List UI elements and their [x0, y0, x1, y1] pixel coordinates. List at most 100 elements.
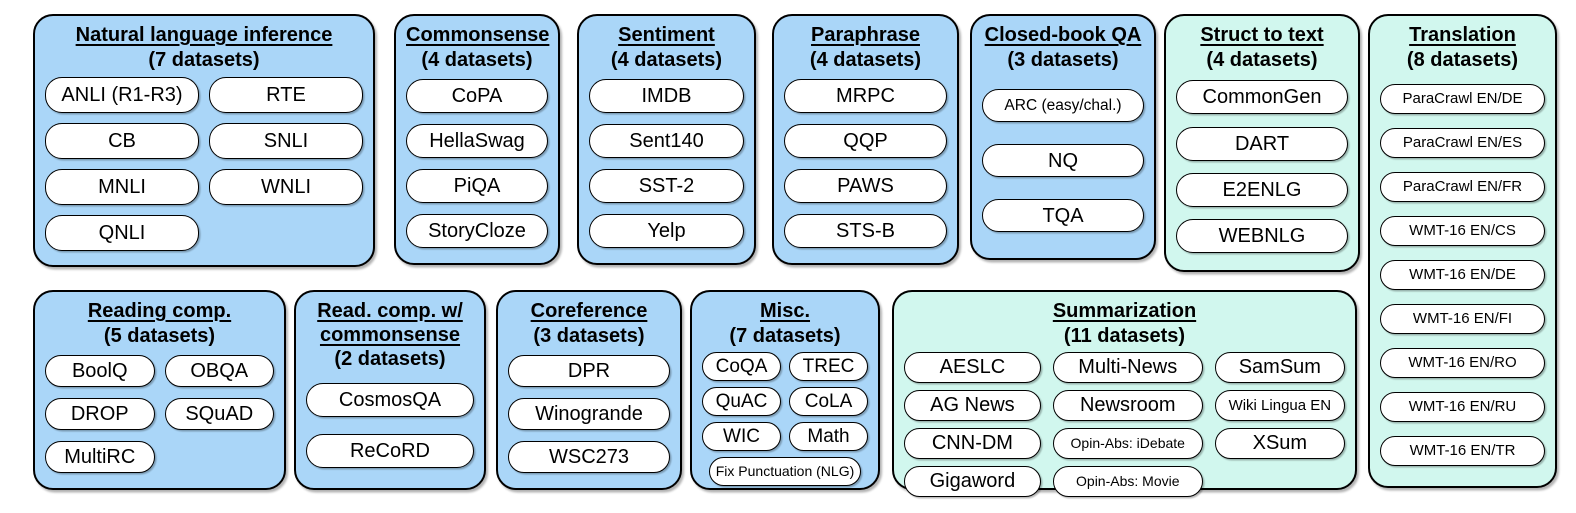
- group-dataset-count: (4 datasets): [1206, 48, 1318, 71]
- group-title: Sentiment: [618, 24, 715, 46]
- dataset-pill-gigaword: Gigaword: [904, 465, 1041, 497]
- group-title: Commonsense: [406, 24, 550, 46]
- dataset-pill-newsroom: Newsroom: [1052, 389, 1203, 421]
- dataset-pill-wsc273: WSC273: [508, 440, 670, 473]
- group-dataset-count: (4 datasets): [809, 48, 922, 71]
- group-title: Natural language inference: [75, 24, 333, 46]
- dataset-pill-wmt-16-en-de: WMT-16 EN/DE: [1380, 259, 1545, 290]
- dataset-pill-opin-abs-movie: Opin-Abs: Movie: [1052, 465, 1203, 497]
- dataset-pill-ag-news: AG News: [904, 389, 1041, 421]
- dataset-pill-snli: SNLI: [209, 123, 363, 160]
- dataset-pill-quac: QuAC: [702, 386, 781, 416]
- dataset-pill-wiki-lingua-en: Wiki Lingua EN: [1214, 389, 1345, 421]
- dataset-pill-paracrawl-en-fr: ParaCrawl EN/FR: [1380, 171, 1545, 202]
- dataset-pill-mrpc: MRPC: [784, 78, 947, 113]
- dataset-pill-fix-punctuation-nlg: Fix Punctuation (NLG): [708, 456, 862, 486]
- dataset-pill-xsum: XSum: [1214, 427, 1345, 459]
- dataset-pill-wic: WIC: [702, 421, 781, 451]
- group-title: Summarization: [1052, 300, 1197, 322]
- dataset-pill-sent140: Sent140: [589, 123, 744, 158]
- task-group-nli: Natural language inference(7 datasets) AN…: [33, 14, 375, 267]
- dataset-pill-obqa: OBQA: [164, 354, 274, 387]
- dataset-pill-opin-abs-idebate: Opin-Abs: iDebate: [1052, 427, 1203, 459]
- dataset-pill-winogrande: Winogrande: [508, 397, 670, 430]
- group-title: Coreference: [530, 300, 648, 322]
- group-dataset-count: (5 datasets): [103, 324, 216, 347]
- dataset-pill-wmt-16-en-tr: WMT-16 EN/TR: [1380, 435, 1545, 466]
- dataset-list: ANLI (R1-R3) RTE CB SNLI MNLI WNLI QNLI: [45, 76, 363, 253]
- dataset-pill-wnli: WNLI: [209, 169, 363, 206]
- dataset-pill-boolq: BoolQ: [45, 354, 155, 387]
- dataset-pill-rte: RTE: [209, 77, 363, 114]
- dataset-pill-record: ReCoRD: [306, 434, 474, 469]
- task-group-closedqa: Closed-book QA(3 datasets)ARC (easy/chal…: [970, 14, 1156, 260]
- dataset-pill-nq: NQ: [982, 144, 1144, 178]
- group-dataset-count: (4 datasets): [610, 48, 723, 71]
- dataset-list: ParaCrawl EN/DE ParaCrawl EN/ES ParaCrawl …: [1380, 76, 1545, 474]
- dataset-pill-hellaswag: HellaSwag: [406, 123, 548, 158]
- group-title: Misc.: [759, 300, 811, 322]
- dataset-list: CosmosQA ReCoRD: [306, 375, 474, 476]
- dataset-pill-imdb: IMDB: [589, 78, 744, 113]
- group-title: Translation: [1409, 24, 1516, 46]
- group-dataset-count: (8 datasets): [1406, 48, 1519, 71]
- dataset-pill-sst-2: SST-2: [589, 168, 744, 203]
- dataset-pill-squad: SQuAD: [164, 397, 274, 430]
- group-dataset-count: (4 datasets): [421, 48, 533, 71]
- dataset-pill-aeslc: AESLC: [904, 351, 1041, 383]
- task-group-summarization: Summarization(11 datasets) AESLC Multi-New…: [892, 290, 1357, 497]
- group-dataset-count: (2 datasets): [334, 348, 446, 371]
- dataset-pill-paracrawl-en-de: ParaCrawl EN/DE: [1380, 83, 1545, 114]
- dataset-pill-mnli: MNLI: [45, 169, 199, 206]
- group-title: Paraphrase: [811, 24, 920, 46]
- dataset-pill-dpr: DPR: [508, 354, 670, 387]
- dataset-pill-dart: DART: [1176, 126, 1348, 161]
- dataset-pill-paws: PAWS: [784, 168, 947, 203]
- dataset-pill-multirc: MultiRC: [45, 440, 155, 473]
- dataset-pill-sts-b: STS-B: [784, 213, 947, 248]
- group-dataset-count: (7 datasets): [148, 48, 260, 71]
- task-group-readingcomp: Reading comp.(5 datasets) BoolQ OBQA DROP SQ…: [33, 290, 286, 490]
- dataset-pill-paracrawl-en-es: ParaCrawl EN/ES: [1380, 127, 1545, 158]
- dataset-pill-qnli: QNLI: [45, 215, 199, 252]
- dataset-pill-math: Math: [789, 421, 868, 451]
- dataset-pill-webnlg: WEBNLG: [1176, 219, 1348, 254]
- dataset-pill-copa: CoPA: [406, 78, 548, 113]
- dataset-pill-cosmosqa: CosmosQA: [306, 382, 474, 417]
- group-dataset-count: (7 datasets): [729, 324, 841, 347]
- group-dataset-count: (11 datasets): [1063, 324, 1186, 347]
- dataset-pill-anli-r1-r3: ANLI (R1-R3): [45, 77, 199, 114]
- dataset-pill-samsum: SamSum: [1214, 351, 1345, 383]
- dataset-pill-yelp: Yelp: [589, 213, 744, 248]
- dataset-pill-cb: CB: [45, 123, 199, 160]
- dataset-pill-multi-news: Multi-News: [1052, 351, 1203, 383]
- group-title: Struct to text: [1200, 24, 1324, 46]
- dataset-pill-storycloze: StoryCloze: [406, 213, 548, 248]
- group-title: Reading comp.: [87, 300, 232, 322]
- group-title: Closed-book QA: [984, 24, 1142, 46]
- dataset-pill-wmt-16-en-cs: WMT-16 EN/CS: [1380, 215, 1545, 246]
- dataset-pill-wmt-16-en-ro: WMT-16 EN/RO: [1380, 347, 1545, 378]
- group-title: Read. comp. w/ commonsense: [317, 300, 463, 346]
- dataset-pill-cola: CoLA: [789, 386, 868, 416]
- dataset-list: AESLC Multi-News SamSum AG News Newsroom Wiki…: [904, 351, 1345, 497]
- dataset-pill-cnn-dm: CNN-DM: [904, 427, 1041, 459]
- task-group-readingcs: Read. comp. w/ commonsense(2 datasets) Co…: [294, 290, 486, 490]
- dataset-pill-piqa: PiQA: [406, 168, 548, 203]
- dataset-pill-drop: DROP: [45, 397, 155, 430]
- group-dataset-count: (3 datasets): [533, 324, 645, 347]
- dataset-pill-wmt-16-en-ru: WMT-16 EN/RU: [1380, 391, 1545, 422]
- dataset-pill-commongen: CommonGen: [1176, 80, 1348, 115]
- dataset-pill-wmt-16-en-fi: WMT-16 EN/FI: [1380, 303, 1545, 334]
